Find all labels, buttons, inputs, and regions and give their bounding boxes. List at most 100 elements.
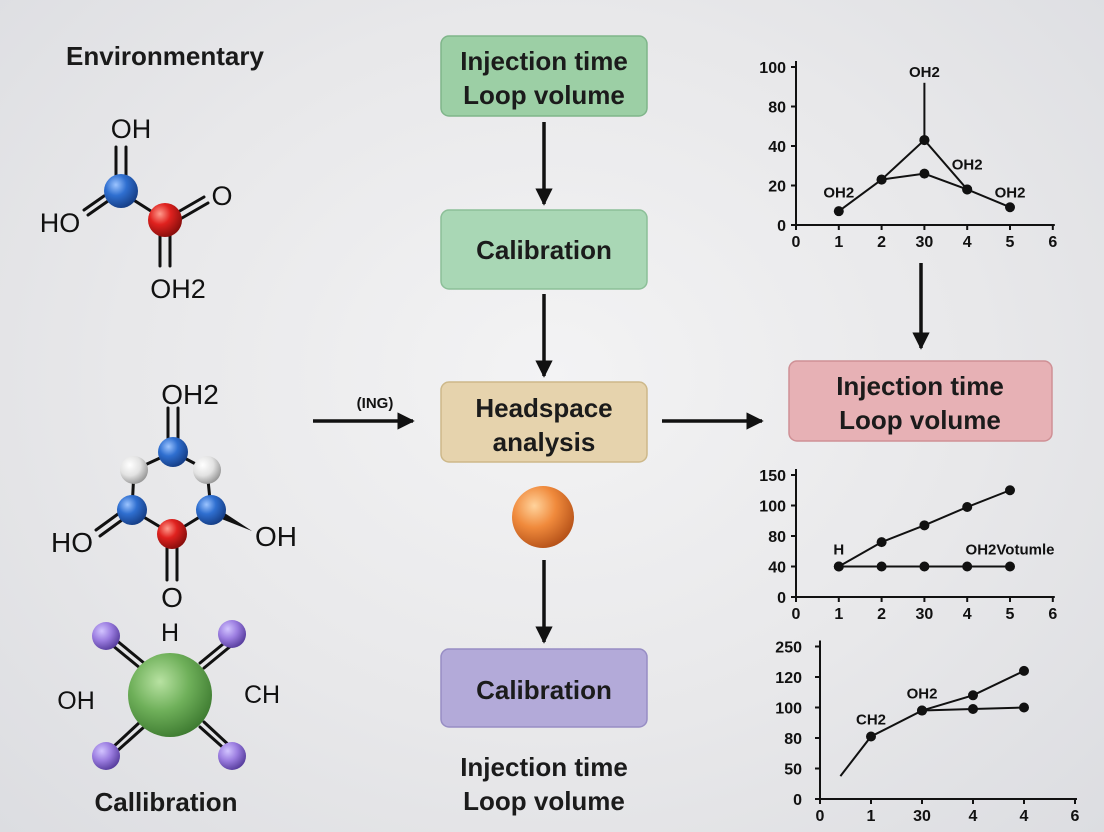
x-tick-label: 30 bbox=[916, 234, 934, 251]
chart-annotation: OH2 bbox=[952, 157, 983, 174]
red-atom bbox=[157, 519, 187, 549]
mol2-top-label: OH2 bbox=[161, 379, 219, 410]
chart-annotation: OH2Votumle bbox=[966, 541, 1055, 558]
mol1-bottom-label: OH2 bbox=[150, 274, 206, 304]
white-atom bbox=[120, 456, 148, 484]
x-tick-label: 0 bbox=[792, 234, 801, 251]
calibration-box-green-label: Calibration bbox=[476, 235, 612, 265]
data-point bbox=[919, 561, 930, 572]
flow-column: Injection time Loop volume Calibration H… bbox=[313, 35, 1053, 816]
molecule-2: OH2 HO OH O bbox=[51, 379, 297, 613]
y-tick-label: 40 bbox=[768, 560, 786, 577]
bond bbox=[114, 638, 146, 665]
environmentary-heading: Environmentary bbox=[66, 41, 264, 71]
blue-atom bbox=[104, 174, 138, 208]
x-tick-label: 4 bbox=[963, 234, 972, 251]
bond bbox=[180, 201, 210, 220]
data-point bbox=[1019, 702, 1029, 713]
y-tick-label: 20 bbox=[768, 179, 786, 196]
x-tick-label: 4 bbox=[1020, 808, 1029, 825]
data-point bbox=[876, 561, 887, 572]
blue-atom bbox=[117, 495, 147, 525]
data-point bbox=[876, 174, 887, 185]
bond bbox=[98, 518, 124, 538]
x-tick-label: 0 bbox=[792, 606, 801, 623]
y-tick-label: 100 bbox=[775, 701, 802, 718]
y-tick-label: 80 bbox=[784, 731, 802, 748]
mol2-left-label: HO bbox=[51, 527, 93, 558]
chart-annotation: OH2 bbox=[823, 184, 854, 201]
red-atom bbox=[148, 203, 182, 237]
input-label: (ING) bbox=[357, 395, 394, 412]
x-tick-label: 1 bbox=[834, 234, 843, 251]
y-tick-label: 0 bbox=[793, 792, 802, 809]
data-point bbox=[1019, 665, 1029, 676]
data-point bbox=[919, 135, 930, 146]
chart-annotation: CH2 bbox=[856, 711, 886, 728]
calibration-box-purple bbox=[440, 648, 648, 728]
injection-box-output-line2: Loop volume bbox=[839, 405, 1001, 435]
white-atom bbox=[193, 456, 221, 484]
bond bbox=[110, 720, 142, 750]
data-point bbox=[968, 690, 978, 701]
x-tick-label: 4 bbox=[963, 606, 972, 623]
chart-annotation: H bbox=[833, 541, 844, 558]
x-tick-label: 1 bbox=[867, 808, 876, 825]
mol3-top-label: H bbox=[161, 619, 179, 647]
y-tick-label: 0 bbox=[777, 590, 786, 607]
data-point bbox=[968, 704, 978, 715]
y-tick-label: 150 bbox=[759, 468, 786, 485]
x-tick-label: 2 bbox=[877, 234, 886, 251]
x-tick-label: 4 bbox=[969, 808, 978, 825]
y-tick-label: 80 bbox=[768, 100, 786, 117]
x-tick-label: 0 bbox=[816, 808, 825, 825]
mol2-bottom-label: O bbox=[161, 582, 183, 613]
data-point bbox=[919, 520, 930, 531]
calibration-box-green bbox=[440, 209, 648, 290]
chart-annotation: OH2 bbox=[995, 184, 1026, 201]
data-point bbox=[917, 705, 927, 716]
x-tick-label: 5 bbox=[1006, 606, 1015, 623]
molecule-3: H OH CH bbox=[57, 619, 280, 770]
injection-box-output bbox=[788, 360, 1053, 442]
data-point bbox=[876, 537, 887, 548]
data-point bbox=[962, 502, 973, 513]
injection-box-output-line1: Injection time bbox=[836, 371, 1004, 401]
calibration-box-purple-label: Calibration bbox=[476, 675, 612, 705]
mol1-left-label: HO bbox=[40, 208, 81, 238]
violet-atom bbox=[218, 742, 246, 770]
y-tick-label: 0 bbox=[777, 218, 786, 235]
y-tick-label: 120 bbox=[775, 670, 802, 687]
bond bbox=[82, 194, 106, 212]
data-point bbox=[1005, 561, 1015, 572]
data-point bbox=[866, 731, 876, 742]
x-tick-label: 5 bbox=[1006, 234, 1015, 251]
x-tick-label: 6 bbox=[1048, 606, 1057, 623]
data-point bbox=[962, 561, 973, 572]
x-tick-label: 30 bbox=[913, 808, 931, 825]
mol1-right-label: O bbox=[211, 181, 232, 211]
mol3-right-label: CH bbox=[244, 681, 280, 709]
injection-box-top-line2: Loop volume bbox=[463, 80, 625, 110]
bond bbox=[202, 643, 234, 670]
headspace-line2: analysis bbox=[493, 427, 596, 457]
bond bbox=[114, 725, 146, 754]
bottom-caption-line1: Injection time bbox=[460, 752, 628, 782]
bond bbox=[86, 199, 110, 217]
y-tick-label: 100 bbox=[759, 60, 786, 77]
violet-atom bbox=[92, 622, 120, 650]
y-tick-label: 250 bbox=[775, 640, 802, 657]
mol2-right-label: OH bbox=[255, 521, 297, 552]
data-point bbox=[1005, 202, 1015, 213]
data-point bbox=[919, 168, 930, 179]
data-point bbox=[962, 184, 973, 195]
molecule-1: OH HO O OH2 bbox=[40, 114, 233, 304]
left-panel: Environmentary OH HO O OH2 bbox=[40, 41, 297, 817]
blue-atom bbox=[196, 495, 226, 525]
callibration-caption: Callibration bbox=[94, 787, 237, 817]
chart-annotation: OH2 bbox=[907, 685, 938, 702]
